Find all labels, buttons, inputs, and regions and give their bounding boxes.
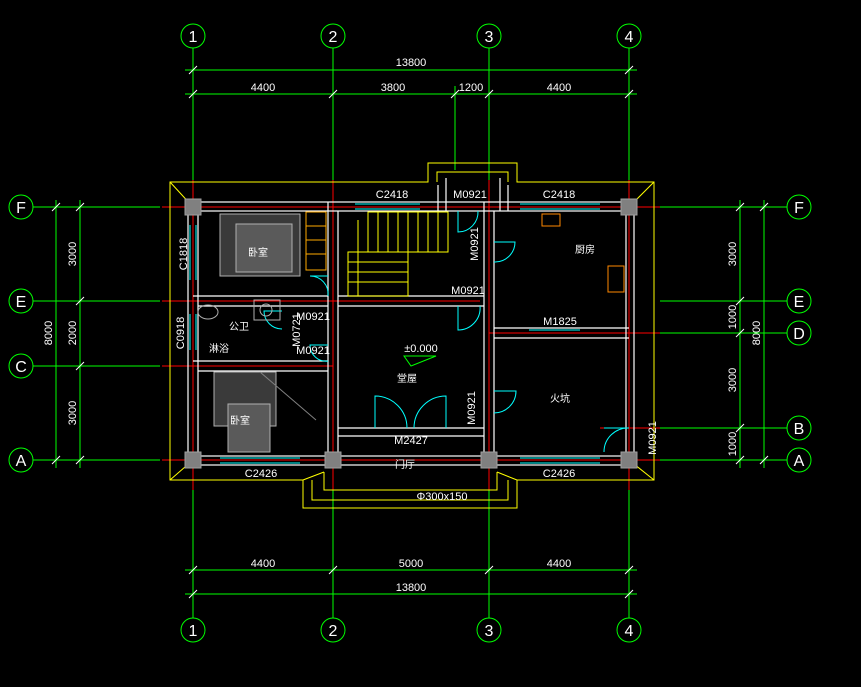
label-floor-level: ±0.000 [404,343,438,355]
label-door-m0921-top: M0921 [453,189,487,201]
label-door-m0721: M0721 [291,313,303,347]
axis-label-B-right: B [794,421,805,438]
columns [184,198,638,469]
dim-right-1: 3000 [727,242,739,266]
dimension-texts: 13800 4400 3800 1200 4400 4400 5000 4400… [43,57,763,594]
axis-label-A-left: A [16,453,27,470]
dim-bottom-2: 5000 [399,558,423,570]
room-bathroom: 公卫 [229,322,249,333]
label-door-m0921-bed2: M0921 [296,345,330,357]
axis-grid [33,48,787,618]
label-window-c2418-top: C2418 [376,189,408,201]
axis-label-F-right: F [794,200,804,217]
room-hall: 堂屋 [397,373,417,385]
axis-label-3-bottom: 3 [485,623,494,640]
label-door-m0921-bed1: M0921 [296,311,330,323]
dim-top-total: 13800 [396,57,427,69]
label-window-c2426-right: C2426 [543,468,575,480]
room-names: 卧室 公卫 淋浴 卧室 厨房 堂屋 火坑 门厅 [209,243,595,471]
label-window-c1818: C1818 [178,238,190,270]
dim-right-total: 8000 [751,321,763,345]
label-door-m0921-stair: M0921 [451,285,485,297]
axis-label-D-right: D [793,326,805,343]
label-door-m1825: M1825 [543,316,577,328]
dim-left-total: 8000 [43,321,55,345]
windows [189,203,600,464]
label-window-c2426-left: C2426 [245,468,277,480]
axis-label-4-top: 4 [625,29,634,46]
axis-label-2-top: 2 [329,29,338,46]
dim-right-3: 3000 [727,368,739,392]
axis-label-A-right: A [794,453,805,470]
center-lines [162,180,660,490]
label-window-c0918: C0918 [175,317,187,349]
axis-label-F-left: F [16,200,26,217]
room-bedroom-2: 卧室 [230,414,250,427]
dim-top-3: 1200 [459,82,483,94]
dim-top-1: 4400 [251,82,275,94]
axis-label-E-right: E [794,294,805,311]
dim-bottom-total: 13800 [396,582,427,594]
axis-label-1-top: 1 [189,29,198,46]
axis-label-3-top: 3 [485,29,494,46]
axis-label-C-left: C [15,359,27,376]
dim-bottom-3: 4400 [547,558,571,570]
axis-label-2-bottom: 2 [329,623,338,640]
dim-top-2: 3800 [381,82,405,94]
axis-label-4-bottom: 4 [625,623,634,640]
label-step-size: Φ300x150 [417,491,468,503]
axis-label-1-bottom: 1 [189,623,198,640]
dim-right-2: 1000 [727,305,739,329]
room-bedroom-1: 卧室 [248,246,268,259]
label-window-c2418-right: C2418 [543,189,575,201]
axis-label-E-left: E [16,294,27,311]
label-door-m0921-hall: M0921 [466,391,478,425]
label-door-m2427: M2427 [394,435,428,447]
room-firebed: 火坑 [550,392,570,405]
doors [263,210,630,453]
dim-bottom-1: 4400 [251,558,275,570]
axis-bubbles-bottom: 1 2 3 4 [180,617,642,643]
room-entry: 门厅 [395,458,415,471]
dim-top-4: 4400 [547,82,571,94]
building-outline [169,162,655,509]
room-shower: 淋浴 [209,342,229,355]
axis-bubbles-left: F E C A [8,194,34,473]
axis-bubbles-right: F E D B A [786,194,812,473]
dim-left-3: 3000 [67,401,79,425]
element-labels: C2418 C2418 M0921 C1818 C0918 M0921 M092… [175,189,659,503]
dim-left-2: 2000 [67,321,79,345]
dimension-ticks [51,65,769,599]
staircase [347,211,449,297]
axis-bubbles-top: 1 2 3 4 [180,23,642,49]
walls [187,178,635,466]
room-kitchen: 厨房 [575,243,595,256]
label-door-m0921-right: M0921 [647,421,659,455]
dim-right-4: 1000 [727,432,739,456]
label-door-m0921-vert: M0921 [469,227,481,261]
furniture [197,211,625,453]
dim-left-1: 3000 [67,242,79,266]
